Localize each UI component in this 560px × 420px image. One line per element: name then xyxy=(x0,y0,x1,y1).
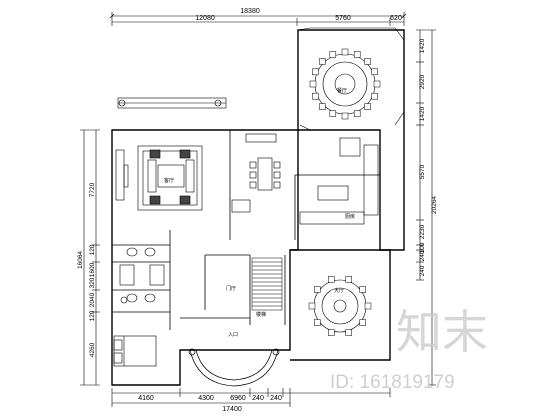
dim-right-upper: 2920 xyxy=(419,74,426,89)
living-room-sofa-set xyxy=(137,145,203,211)
bay-window xyxy=(297,27,405,131)
chair-icon xyxy=(364,302,372,310)
dim-right-c: 240 xyxy=(419,250,426,261)
chair-icon xyxy=(371,92,378,100)
dim-left-mid2: 1600 xyxy=(89,262,96,277)
chair-icon xyxy=(359,286,366,293)
dim-left-mid3: 320 xyxy=(89,277,96,288)
chair-icon xyxy=(341,112,349,120)
chair-icon xyxy=(314,286,321,293)
dim-left-mid5: 120 xyxy=(89,310,96,321)
dim-right-a: 2230 xyxy=(419,224,426,239)
chair-icon xyxy=(341,48,349,56)
chair-icon xyxy=(309,80,317,88)
chair-icon xyxy=(329,110,337,117)
chair-icon xyxy=(364,103,371,110)
dim-right-top: 1420 xyxy=(419,38,426,53)
chair-icon xyxy=(353,110,361,117)
dim-left-overall: 16064 xyxy=(77,251,84,269)
dim-right-mid: 1420 xyxy=(419,106,426,121)
dining-table-set xyxy=(249,157,281,191)
chair-icon xyxy=(308,302,316,310)
label-lobby: 门厅 xyxy=(226,285,236,292)
bottom-dimension-chain xyxy=(111,388,391,407)
chair-icon xyxy=(312,68,319,76)
label-stair: 楼梯 xyxy=(256,311,266,318)
chair-icon xyxy=(319,103,326,110)
dim-right-b: 100 xyxy=(419,242,426,253)
label-living: 客厅 xyxy=(164,177,174,184)
dim-right-middle: 5570 xyxy=(419,164,426,179)
chair-icon xyxy=(364,58,371,65)
interior-walls xyxy=(112,130,380,330)
label-kitchen: 厨房 xyxy=(345,213,355,220)
chair-icon xyxy=(328,329,335,336)
chair-icon xyxy=(373,80,381,88)
dim-left-lower: 4260 xyxy=(89,342,96,357)
banquet-chairs xyxy=(309,48,381,120)
right-dimension-chain xyxy=(416,29,436,386)
bathroom-fixtures xyxy=(119,247,165,304)
dim-right-d: 240 xyxy=(419,265,426,276)
balcony-railing xyxy=(117,97,227,109)
dim-bottom-c: 6960 xyxy=(230,395,246,402)
watermark-id-text: ID: 161819179 xyxy=(330,372,455,393)
chair-icon xyxy=(328,276,335,283)
chair-icon xyxy=(371,68,378,76)
dim-bottom-a: 4160 xyxy=(138,395,154,402)
dim-bottom-d: 240 xyxy=(252,395,264,402)
label-hall: 大厅 xyxy=(334,287,344,294)
chair-icon xyxy=(329,51,337,58)
chair-icon xyxy=(312,92,319,100)
dim-top-edge: 620 xyxy=(390,15,402,22)
label-dining: 餐厅 xyxy=(337,87,347,94)
top-dimension-chain xyxy=(109,12,407,26)
dim-top-left: 12080 xyxy=(195,15,215,22)
exterior-walls xyxy=(111,29,405,386)
dim-bottom-total: 17400 xyxy=(222,406,242,413)
chair-icon xyxy=(345,329,352,336)
staircase xyxy=(251,257,283,311)
left-dimension-chain xyxy=(80,129,100,386)
dim-bottom-b: 4300 xyxy=(198,395,214,402)
bedroom-bed xyxy=(113,335,157,367)
chair-icon xyxy=(353,51,361,58)
entrance-bay xyxy=(188,348,280,387)
dim-bottom-e: 240 xyxy=(270,395,282,402)
chair-icon xyxy=(314,319,321,326)
dim-left-mid4: 2040 xyxy=(89,292,96,307)
dim-right-overall: 20264 xyxy=(431,196,438,214)
dim-overall-top: 18380 xyxy=(240,8,260,15)
dim-top-right: 5760 xyxy=(335,15,351,22)
dim-left-mid: 120 xyxy=(89,244,96,255)
watermark-logo-text: 知末 xyxy=(396,305,488,359)
hall-chairs xyxy=(308,276,372,336)
sideboard xyxy=(231,133,277,213)
dim-left-upper: 7720 xyxy=(89,182,96,197)
chair-icon xyxy=(359,319,366,326)
chair-icon xyxy=(345,276,352,283)
label-entrance: 入口 xyxy=(228,332,238,338)
tv-cabinet xyxy=(115,149,129,201)
chair-icon xyxy=(319,58,326,65)
kitchen-island xyxy=(299,137,379,225)
